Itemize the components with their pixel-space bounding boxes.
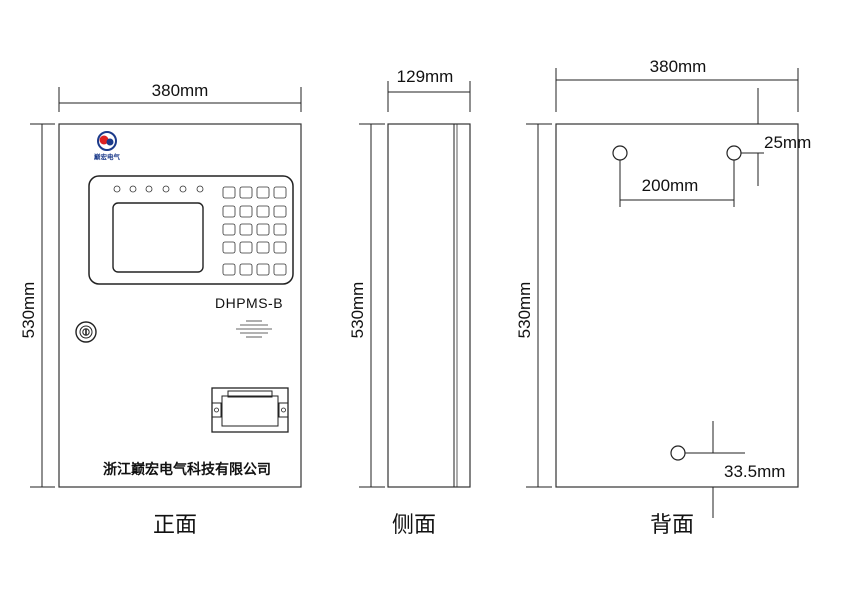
keypad-key [222, 263, 236, 276]
keypad-key [256, 186, 270, 199]
printer-icon [211, 387, 289, 433]
keypad-key [273, 263, 287, 276]
side-width-label: 129mm [397, 67, 454, 86]
company-name: 浙江巅宏电气科技有限公司 [103, 461, 271, 478]
keypad-key [239, 223, 253, 236]
brand-logo-icon [97, 131, 117, 151]
back-view: 380mm 530mm 200mm 25mm 33.5mm 背面 [515, 57, 811, 538]
hole-spacing-label: 200mm [642, 176, 699, 195]
mounting-hole-bottom [670, 445, 686, 461]
model-name: DHPMS-B [215, 295, 283, 311]
keypad-key [222, 186, 236, 199]
keypad-key [273, 223, 287, 236]
keypad-key [222, 241, 236, 254]
speaker-grille-icon [236, 320, 272, 338]
indicator-light [196, 185, 204, 193]
back-width-label: 380mm [650, 57, 707, 76]
front-view: 380mm 530mm 巅宏电气 [19, 81, 302, 538]
keypad-key [273, 186, 287, 199]
mounting-hole-top-right [726, 145, 742, 161]
indicator-light [113, 185, 121, 193]
keypad-key [239, 205, 253, 218]
keypad-key [256, 241, 270, 254]
back-height-label: 530mm [515, 282, 534, 339]
top-offset-label: 25mm [764, 133, 811, 152]
indicator-light [162, 185, 170, 193]
indicator-lights [113, 185, 204, 193]
keypad-key [222, 205, 236, 218]
keypad-key [239, 241, 253, 254]
indicator-light [145, 185, 153, 193]
bottom-offset-label: 33.5mm [724, 462, 785, 481]
keypad [222, 186, 287, 276]
keypad-key [256, 205, 270, 218]
front-width-label: 380mm [152, 81, 209, 100]
indicator-light [129, 185, 137, 193]
side-view: 129mm 530mm 侧面 [348, 67, 471, 538]
brand-name: 巅宏电气 [94, 152, 121, 161]
lock-icon [75, 321, 97, 343]
keypad-key [256, 223, 270, 236]
keypad-key [256, 263, 270, 276]
side-height-label: 530mm [348, 282, 367, 339]
display-screen [112, 202, 204, 273]
side-view-caption: 侧面 [392, 513, 436, 538]
keypad-key [222, 223, 236, 236]
keypad-key [239, 263, 253, 276]
mounting-hole-top-left [612, 145, 628, 161]
keypad-key [273, 205, 287, 218]
front-view-caption: 正面 [153, 513, 197, 538]
back-view-caption: 背面 [650, 513, 694, 538]
keypad-key [273, 241, 287, 254]
front-height-label: 530mm [19, 282, 38, 339]
keypad-key [239, 186, 253, 199]
indicator-light [179, 185, 187, 193]
side-cabinet-outline [387, 123, 471, 488]
